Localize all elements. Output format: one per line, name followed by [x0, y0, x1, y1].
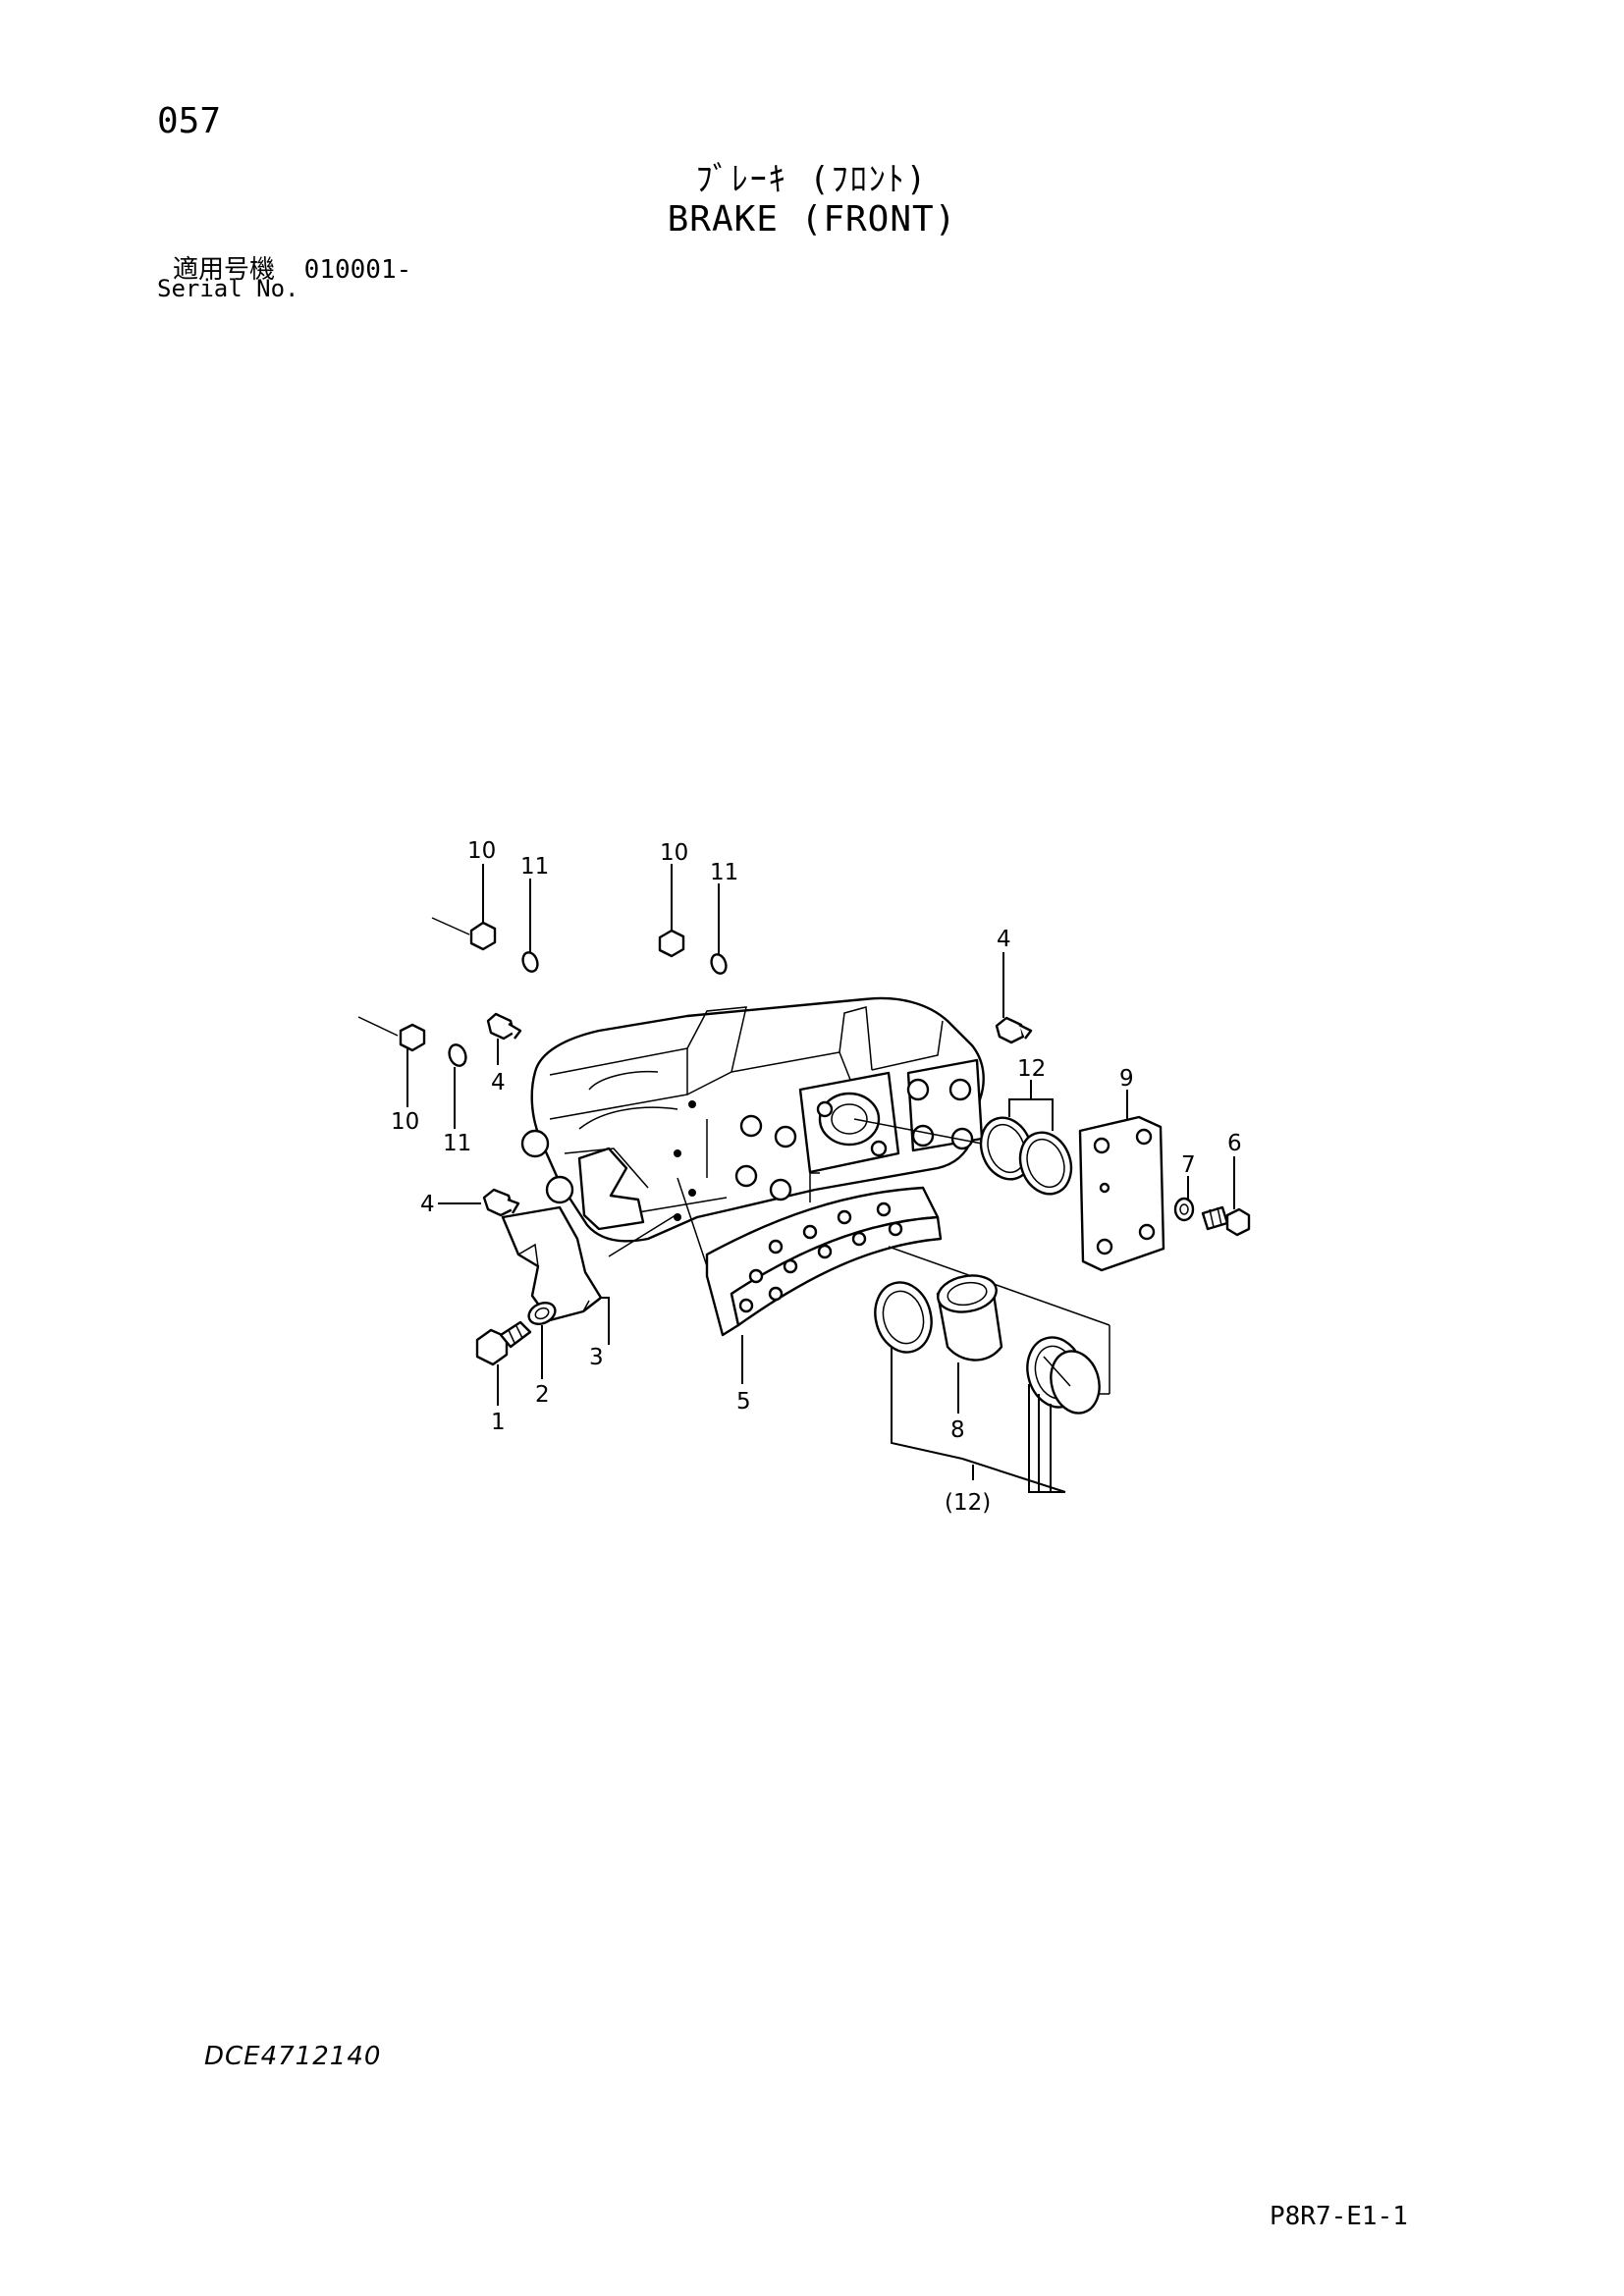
part-7-washer: [1173, 1176, 1195, 1222]
callout-10-top-left: 10: [467, 838, 496, 864]
callout-4-left: 4: [420, 1192, 435, 1217]
part-12-kit-seals: [874, 1281, 1101, 1493]
part-12-seal-rings: [853, 1080, 1073, 1196]
callout-5: 5: [736, 1389, 751, 1415]
part-4-right: [995, 952, 1033, 1044]
serial-applicability: 適用号機 010001-: [173, 249, 411, 286]
part-10-11-top-middle: [658, 864, 728, 975]
part-1-bolt: [475, 1320, 532, 1406]
serial-label-jp: 適用号機: [173, 255, 276, 285]
part-2-washer: [527, 1301, 557, 1379]
callout-3: 3: [589, 1345, 604, 1370]
callout-1: 1: [491, 1410, 506, 1435]
callout-11-top-left: 11: [520, 854, 549, 880]
drawing-code: DCE4712140: [204, 2042, 382, 2071]
part-6-bolt: [1201, 1156, 1251, 1237]
callout-10-top-middle: 10: [660, 840, 688, 866]
part-3-bracket: [501, 1205, 677, 1345]
caliper-body: [520, 996, 985, 1243]
callout-4-right: 4: [997, 927, 1011, 952]
title-english: BRAKE (FRONT): [667, 199, 957, 240]
callout-4-top-left: 4: [491, 1070, 506, 1095]
callout-7: 7: [1181, 1152, 1196, 1178]
part-8-piston: [936, 1274, 1003, 1414]
part-5-pad: [677, 1172, 1110, 1395]
callout-10-left: 10: [391, 1109, 419, 1135]
callout-12-upper: 12: [1017, 1056, 1046, 1082]
part-4-left: [438, 1188, 520, 1217]
title-japanese: ﾌﾞﾚｰｷ (ﾌﾛﾝﾄ): [695, 160, 929, 199]
page-number: 057: [157, 101, 222, 141]
callout-2: 2: [535, 1382, 550, 1408]
part-10-11-left: [357, 1012, 522, 1129]
callout-8: 8: [950, 1417, 965, 1443]
page-code: P8R7-E1-1: [1270, 2202, 1408, 2231]
callout-12-kit: (12): [945, 1490, 991, 1516]
callout-9: 9: [1119, 1066, 1134, 1092]
part-9-cover-plate: [1078, 1090, 1165, 1272]
callout-11-left: 11: [443, 1131, 471, 1156]
part-10-11-top-left: [431, 864, 539, 973]
callout-11-top-middle: 11: [710, 860, 738, 885]
serial-value: 010001-: [303, 255, 412, 285]
callout-6: 6: [1227, 1131, 1242, 1156]
serial-label-en: Serial No.: [157, 275, 299, 302]
